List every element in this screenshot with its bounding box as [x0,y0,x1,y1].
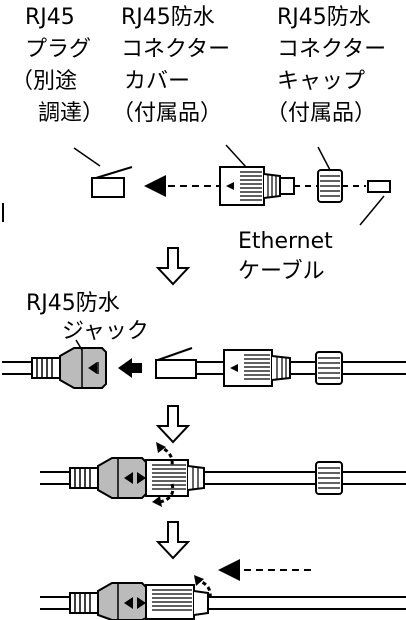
jack-label-line1: RJ45防水 [26,291,120,316]
arrow-left-icon [144,175,166,197]
arrow-left-icon-3 [218,559,240,581]
cap-label-line3: キャップ [277,69,366,94]
stage1 [2,144,391,226]
cover-label-line3: カバー [124,69,191,94]
connector-cover-icon-2 [223,349,291,387]
cover-label-line1: RJ45防水 [121,5,215,30]
plug-label-line3: （別途 [11,69,78,94]
rj45-plug-icon [91,166,133,198]
cap-label-line2: コネクター [277,37,387,62]
connector-cover-icon [219,166,295,206]
down-arrow-icon-3 [157,521,189,559]
stage4 [40,559,406,620]
ethernet-cable-icon [367,180,391,193]
stage3 [40,442,406,507]
arrow-left-icon-2 [118,358,132,378]
down-arrow-icon-1 [157,247,189,285]
waterproof-jack-icon [31,347,107,389]
cap-label-line4: （付属品） [266,101,377,126]
ethernet-label-line2: ケーブル [238,259,325,284]
rj45-plug-icon-2 [155,347,224,379]
plug-label-line4: 調達） [38,101,105,126]
cover-label-line2: コネクター [121,37,231,62]
plug-label-line1: RJ45 [25,5,75,30]
down-arrow-icon-2 [157,405,189,443]
ethernet-label-line1: Ethernet [238,229,333,254]
cover-label-line4: （付属品） [112,101,223,126]
plug-label-line2: プラグ [25,37,92,62]
connector-cap-icon-2 [315,351,343,385]
stage2 [2,339,406,389]
connector-cap-icon [317,169,343,203]
cap-label-line1: RJ45防水 [277,5,371,30]
